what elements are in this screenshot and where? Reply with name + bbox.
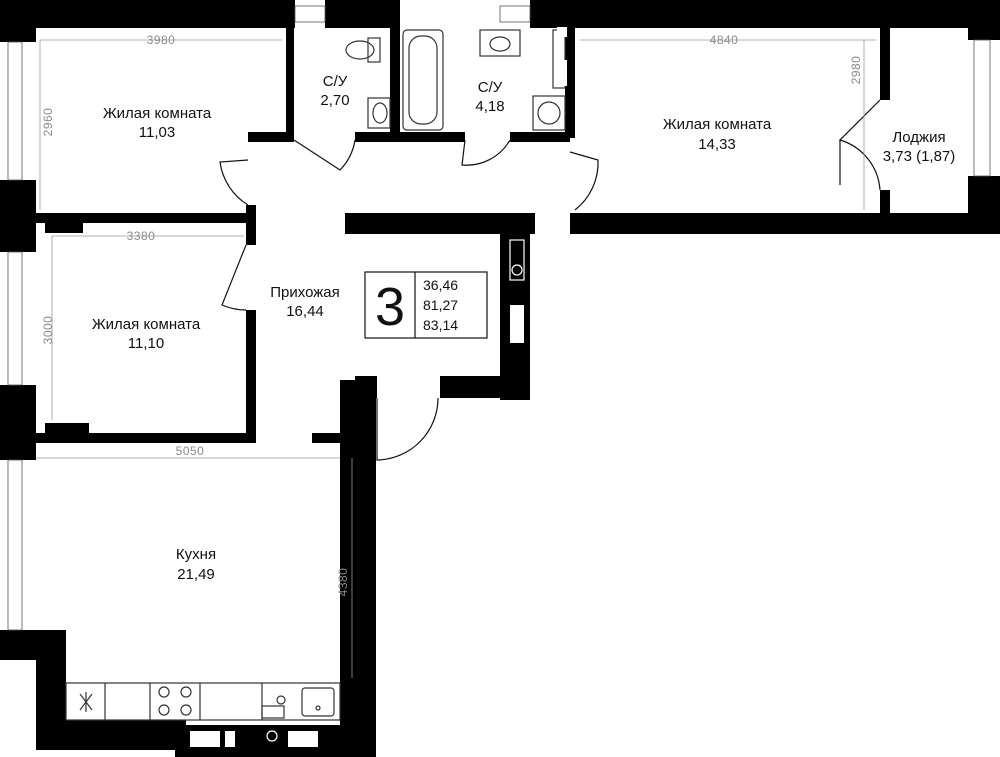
dim-bedroom1-height: 2960 (41, 108, 55, 137)
window-loggia (973, 39, 991, 177)
total-area: 81,27 (423, 297, 458, 313)
bedroom1-area: 11,03 (139, 124, 175, 141)
wc2-name: С/У (478, 79, 503, 96)
window-wc1 (294, 5, 326, 23)
sink-icon (479, 29, 521, 57)
kitchen-area: 21,49 (177, 566, 215, 583)
kitchen-counter (65, 682, 341, 721)
stove-icon (158, 686, 192, 716)
toilet-icon (345, 37, 381, 63)
bedroom1-name: Жилая комната (103, 105, 212, 122)
living-area: 36,46 (423, 277, 458, 293)
kitchen-name: Кухня (176, 546, 216, 563)
sink-icon (367, 97, 391, 129)
entrance-door (376, 397, 439, 461)
window-bedroom2 (7, 251, 23, 386)
area-with-loggia: 83,14 (423, 317, 458, 333)
door-loggia (838, 99, 881, 191)
dim-bedroom2-width: 3380 (127, 229, 156, 243)
room-labels: Жилая комната 11,03 С/У 2,70 С/У 4,18 Жи… (92, 73, 955, 583)
bedroom2-area: 11,10 (128, 335, 164, 352)
kitchen-sink-icon (261, 687, 335, 719)
dim-bedroom1-width: 3980 (147, 33, 176, 47)
bedroom3-area: 14,33 (698, 136, 736, 153)
hallway-name: Прихожая (270, 284, 340, 301)
dim-bedroom3-width: 4840 (710, 33, 739, 47)
dim-bedroom2-height: 3000 (41, 316, 55, 345)
bathtub-icon (402, 29, 444, 131)
window-wc2 (499, 5, 531, 23)
door-bedroom2 (221, 244, 247, 311)
rooms-count: 3 (375, 277, 405, 337)
windows (7, 5, 991, 631)
door-wc2 (461, 139, 511, 166)
loggia-area: 3,73 (1,87) (883, 148, 956, 165)
window-bedroom1 (7, 41, 23, 181)
dimension-lines (36, 39, 876, 678)
washing-machine-icon (532, 95, 566, 131)
dim-kitchen-width: 5050 (176, 444, 205, 458)
bedroom2-name: Жилая комната (92, 316, 201, 333)
dimension-labels: 3980 2960 4840 2980 3380 3000 5050 4380 (41, 33, 863, 596)
door-wc1 (293, 139, 356, 171)
window-kitchen (7, 459, 23, 631)
summary-box: 3 36,46 81,27 83,14 (364, 271, 488, 339)
dim-kitchen-height: 4380 (336, 568, 350, 597)
fixtures (65, 27, 567, 747)
wc1-area: 2,70 (320, 92, 349, 109)
wc1-name: С/У (323, 73, 348, 90)
fan-icon (79, 692, 93, 712)
hallway-area: 16,44 (286, 303, 324, 320)
wc2-area: 4,18 (475, 98, 504, 115)
door-bedroom3 (569, 151, 599, 211)
dim-bedroom3-height: 2980 (849, 56, 863, 85)
bedroom3-name: Жилая комната (663, 116, 772, 133)
loggia-name: Лоджия (892, 129, 945, 146)
doors (219, 99, 881, 461)
door-bedroom1 (219, 159, 249, 206)
